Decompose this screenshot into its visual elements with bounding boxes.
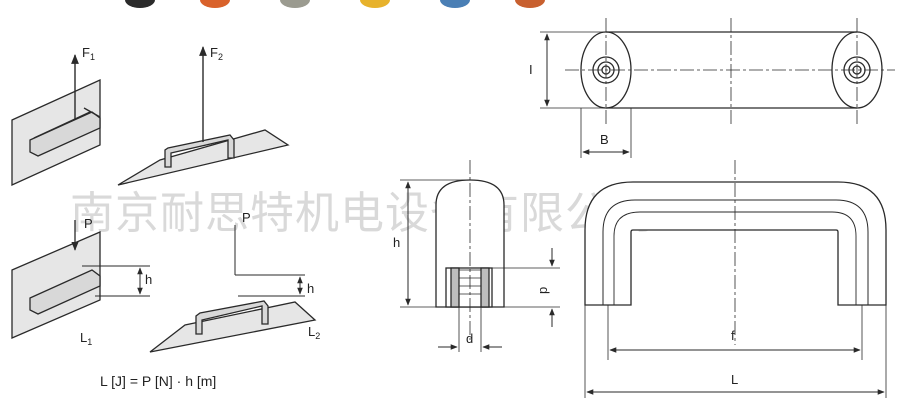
height-h-right-label: h xyxy=(307,281,314,296)
handle-front-view xyxy=(584,160,887,398)
color-swatch-1 xyxy=(125,0,155,8)
color-swatch-4 xyxy=(360,0,390,8)
load-p-right-label: P xyxy=(242,210,251,225)
handle-top-view xyxy=(540,18,895,158)
floor-handle-f2 xyxy=(117,46,290,186)
dim-l-label: L xyxy=(731,372,738,387)
floor-handle-l2 xyxy=(149,225,317,353)
wall-handle-f1 xyxy=(11,54,101,187)
handle-section-view xyxy=(400,160,560,352)
watermark: 南京耐思特机电设备有限公司 xyxy=(70,188,655,239)
force-f1-label: F1 xyxy=(82,45,95,62)
dim-f-label: f xyxy=(731,328,735,343)
dim-i-label: I xyxy=(529,62,533,77)
color-swatch-3 xyxy=(280,0,310,8)
energy-formula: L [J] = P [N] · h [m] xyxy=(100,373,216,389)
load-p-left-label: P xyxy=(84,216,93,231)
color-swatch-6 xyxy=(515,0,545,8)
color-swatches xyxy=(125,0,545,8)
energy-l2-label: L2 xyxy=(308,324,320,341)
height-h-left-label: h xyxy=(145,272,152,287)
force-f2-label: F2 xyxy=(210,45,223,62)
dim-p-label: p xyxy=(535,287,550,294)
wall-handle-l1 xyxy=(11,220,150,339)
energy-l1-label: L1 xyxy=(80,330,92,347)
color-swatch-5 xyxy=(440,0,470,8)
dim-d-label: d xyxy=(466,331,473,346)
color-swatch-2 xyxy=(200,0,230,8)
dim-b-label: B xyxy=(600,132,609,147)
dim-h-section-label: h xyxy=(393,235,400,250)
